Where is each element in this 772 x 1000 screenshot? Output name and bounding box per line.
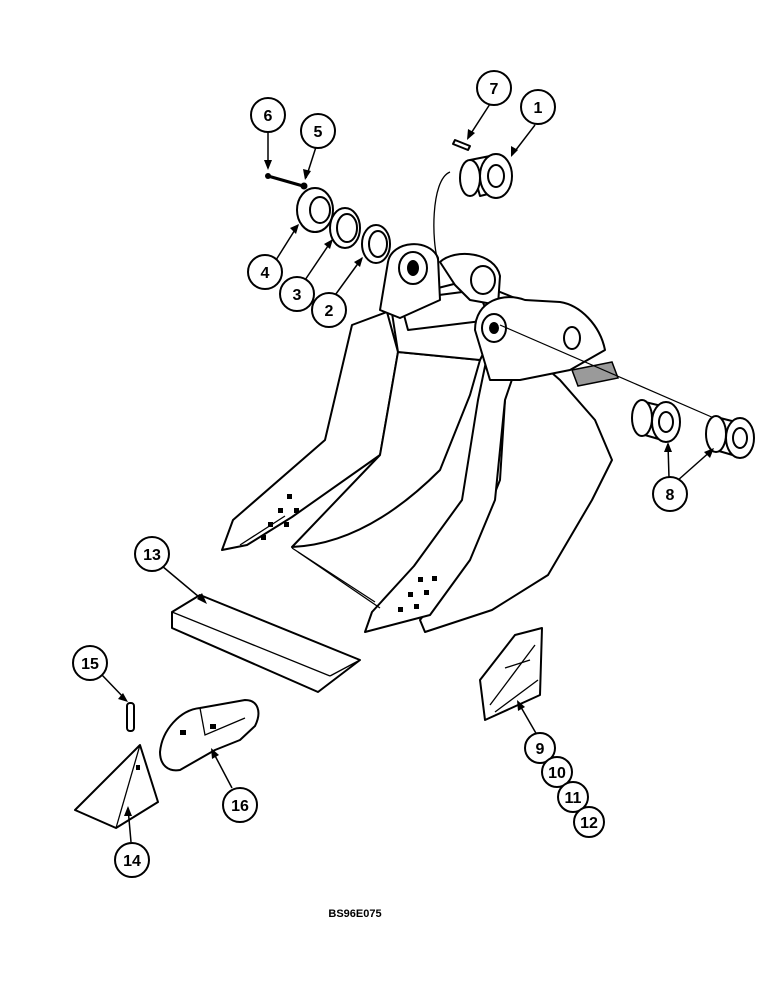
svg-text:14: 14: [123, 853, 141, 870]
svg-text:5: 5: [314, 124, 323, 141]
pin-15: [126, 702, 135, 732]
washer-5: [300, 182, 308, 190]
callout-8: 8: [652, 476, 688, 512]
callout-9: 9: [524, 732, 556, 764]
svg-text:15: 15: [81, 656, 99, 673]
bushing-8b: [705, 415, 755, 459]
bolt-6: [265, 173, 304, 188]
svg-text:1: 1: [534, 100, 543, 117]
callout-13: 13: [134, 536, 170, 572]
figure-code: BS96E075: [328, 908, 381, 920]
svg-text:8: 8: [666, 487, 675, 504]
bucket-body: [221, 243, 731, 633]
svg-text:3: 3: [293, 287, 302, 304]
svg-text:9: 9: [536, 741, 545, 758]
cutting-edge-13: [171, 594, 361, 693]
adapter-16: [159, 699, 260, 772]
callout-15: 15: [72, 645, 108, 681]
callout-10: 10: [541, 756, 573, 788]
side-cutter-9: [479, 627, 543, 721]
callout-5: 5: [300, 113, 336, 149]
callout-6: 6: [250, 97, 286, 133]
bushing-1: [459, 153, 513, 199]
svg-text:10: 10: [548, 765, 566, 782]
arrowheads: [118, 129, 714, 816]
bushing-8a: [631, 399, 681, 443]
svg-text:11: 11: [565, 790, 582, 807]
tooth-14: [74, 744, 159, 829]
svg-text:12: 12: [580, 815, 598, 832]
callout-4: 4: [247, 254, 283, 290]
callout-7: 7: [476, 70, 512, 106]
svg-text:16: 16: [231, 798, 249, 815]
callout-16: 16: [222, 787, 258, 823]
retainer-plate-4: [296, 187, 334, 233]
callout-14: 14: [114, 842, 150, 878]
callout-2: 2: [311, 292, 347, 328]
callout-12: 12: [573, 806, 605, 838]
svg-text:6: 6: [264, 108, 273, 125]
svg-text:7: 7: [490, 81, 499, 98]
svg-text:4: 4: [261, 265, 270, 282]
shim-3: [329, 207, 361, 249]
pin-7: [452, 139, 471, 151]
svg-text:13: 13: [143, 547, 161, 564]
svg-text:2: 2: [325, 303, 334, 320]
shim-2: [361, 224, 391, 264]
callout-11: 11: [557, 781, 589, 813]
callout-3: 3: [279, 276, 315, 312]
callout-1: 1: [520, 89, 556, 125]
